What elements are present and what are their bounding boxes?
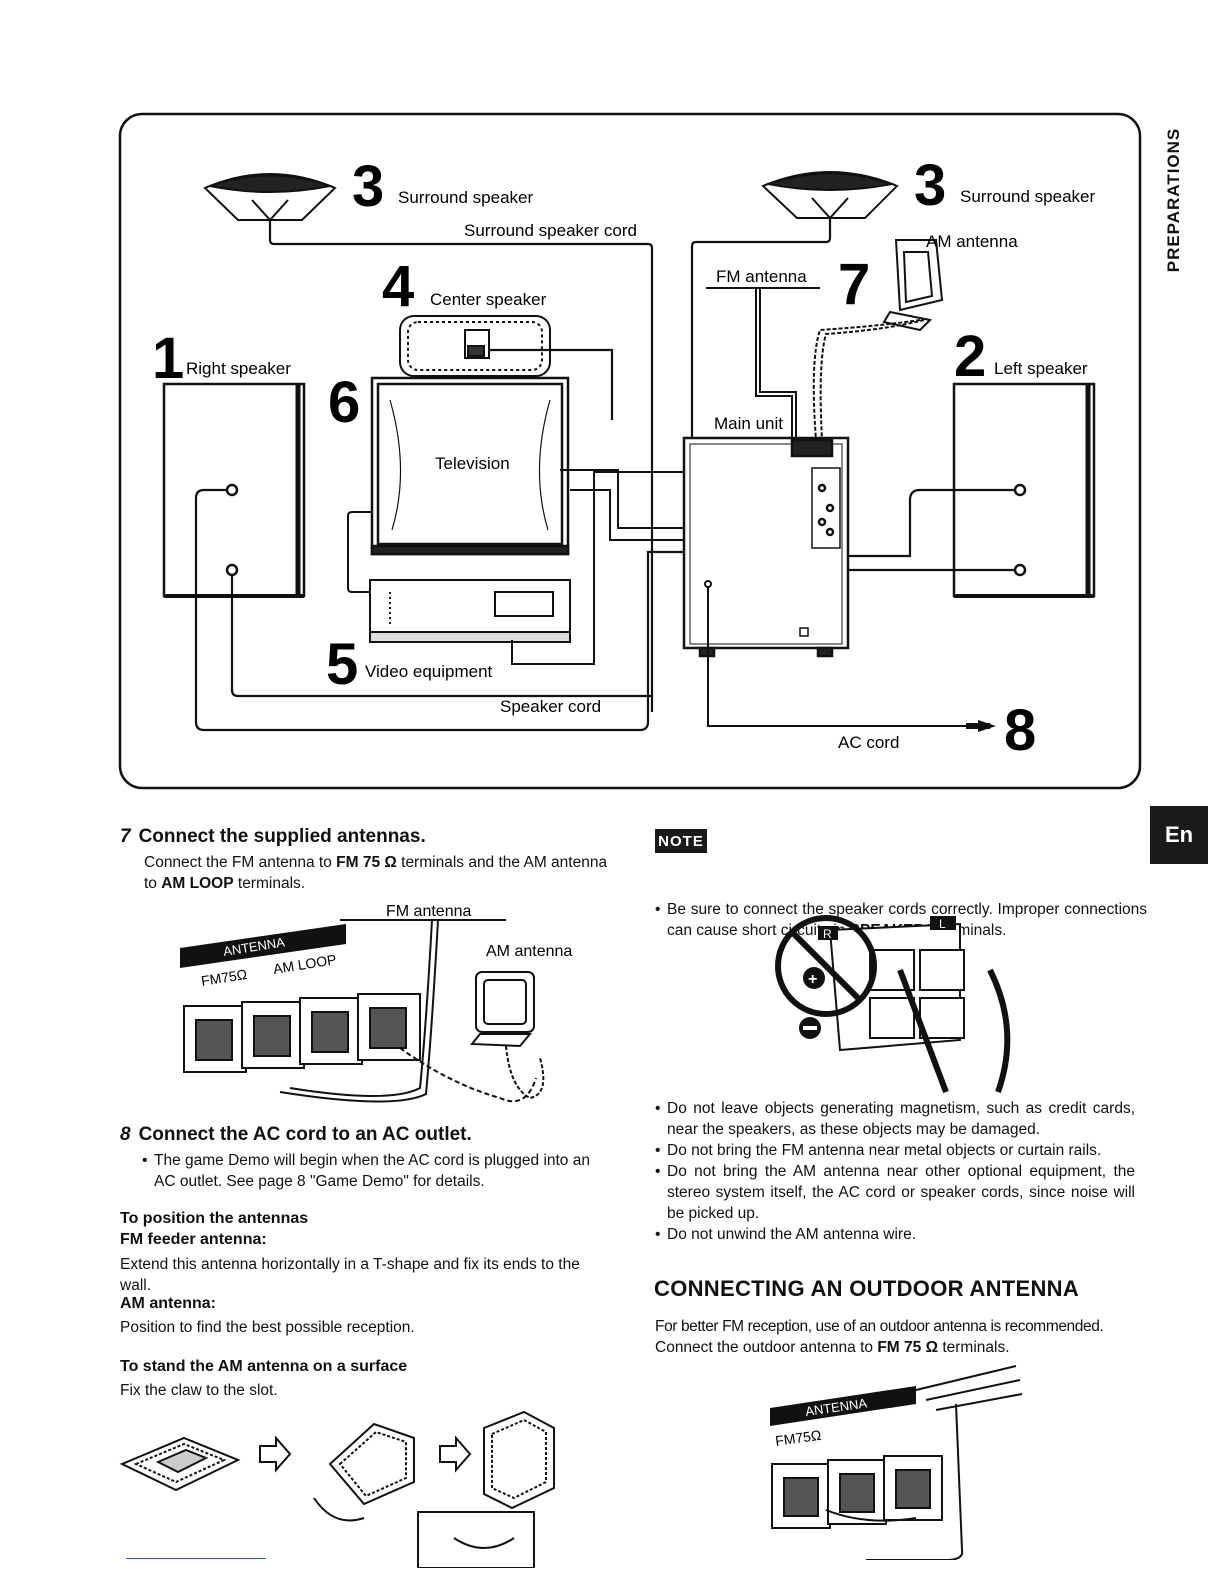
fm-feeder-heading: FM feeder antenna:	[120, 1231, 267, 1248]
fig-r-label: R	[823, 927, 832, 941]
section-side-tab-label: PREPARATIONS	[1164, 127, 1183, 273]
surround-left-number: 3	[352, 154, 384, 219]
next-arrow-icon-2	[439, 1435, 472, 1473]
outdoor-line2-text: Connect the outdoor antenna to	[655, 1339, 878, 1356]
speaker-cord-label: Speaker cord	[500, 697, 601, 716]
stand-body: Fix the claw to the slot.	[120, 1382, 278, 1399]
video-equipment	[369, 579, 571, 643]
step7-amloop-bold: AM LOOP	[161, 875, 234, 892]
fig7-fm-label: FM antenna	[386, 903, 471, 920]
step7-title: Connect the supplied antennas.	[138, 826, 426, 847]
step7-body-text-3: terminals.	[233, 875, 306, 892]
minus-icon	[803, 1026, 817, 1030]
step7-body-text-1: Connect the FM antenna to	[144, 854, 337, 871]
main-unit-label: Main unit	[714, 414, 783, 433]
outdoor-line2-suffix: terminals.	[938, 1339, 1010, 1356]
center-label: Center speaker	[430, 290, 547, 309]
right-speaker	[162, 382, 306, 598]
left-speaker-label: Left speaker	[994, 359, 1088, 378]
surround-cord-label: Surround speaker cord	[464, 221, 637, 240]
am-antenna-heading: AM antenna:	[120, 1295, 216, 1312]
outdoor-fm75-bold: FM 75 Ω	[877, 1339, 939, 1356]
right-speaker-label: Right speaker	[186, 359, 291, 378]
note-bullet-4: Do not bring the AM antenna near other o…	[655, 1161, 1135, 1224]
outdoor-line1: For better FM reception, use of an outdo…	[655, 1318, 1104, 1335]
outdoor-fig-fm75: FM75Ω	[774, 1427, 822, 1449]
step7-body: Connect the FM antenna to FM 75 Ω termin…	[144, 852, 614, 894]
note-bullet-3: Do not bring the FM antenna near metal o…	[655, 1140, 1135, 1161]
tv-label: Television	[435, 454, 510, 473]
antenna-terminal-figure: ANTENNA FM75Ω AM LOOP FM antenna AM ante…	[180, 903, 572, 1103]
fig7-am-loop	[469, 971, 535, 1048]
right-speaker-number: 1	[152, 326, 184, 391]
fig-l-label: L	[939, 917, 946, 931]
left-speaker-number: 2	[954, 324, 986, 389]
am-stand-sequence-figure	[119, 1410, 555, 1568]
main-unit	[682, 436, 850, 658]
outdoor-line2: Connect the outdoor antenna to FM 75 Ω t…	[655, 1337, 1140, 1358]
position-heading: To position the antennas	[120, 1210, 309, 1227]
step7-number: 7	[120, 826, 131, 847]
fm-feeder-body: Extend this antenna horizontally in a T-…	[120, 1256, 580, 1294]
note-bullet-5: Do not unwind the AM antenna wire.	[655, 1224, 1135, 1245]
section-side-tab: PREPARATIONS	[1160, 110, 1188, 290]
am-antenna-label: AM antenna	[926, 232, 1018, 251]
ac-number: 8	[1004, 698, 1036, 763]
am-antenna-body: Position to find the best possible recep…	[120, 1319, 415, 1336]
outdoor-antenna-heading: CONNECTING AN OUTDOOR ANTENNA	[654, 1276, 1080, 1301]
antenna-number: 7	[838, 252, 870, 317]
surround-speaker-right	[761, 171, 899, 220]
speaker-terminal-figure: R L +	[775, 915, 1011, 1094]
note-bullet-2: Do not leave objects generating magnetis…	[655, 1098, 1135, 1140]
step8-number: 8	[120, 1124, 131, 1145]
diagram-frame	[118, 112, 1142, 790]
fm-antenna-label: FM antenna	[716, 267, 807, 286]
fig7-am-label: AM antenna	[486, 943, 572, 960]
surround-left-label: Surround speaker	[398, 188, 533, 207]
step7-body-text-2: terminals and the AM antenna to	[144, 854, 608, 892]
ac-cord-label: AC cord	[838, 733, 899, 752]
center-number: 4	[382, 254, 414, 319]
surround-right-number: 3	[914, 153, 946, 218]
note-badge: NOTE	[655, 829, 707, 853]
prohibited-icon	[775, 915, 877, 1017]
center-speaker	[399, 315, 551, 377]
stand-heading: To stand the AM antenna on a surface	[120, 1358, 408, 1375]
television	[370, 376, 570, 556]
video-number: 5	[326, 632, 358, 697]
step7-heading: 7 Connect the supplied antennas.	[120, 826, 426, 848]
outdoor-antenna-figure: ANTENNA FM75Ω	[770, 1365, 1023, 1560]
language-tab: En	[1150, 806, 1208, 864]
tv-number: 6	[328, 370, 360, 435]
footer-rule	[126, 1558, 266, 1559]
fig7-fm75: FM75Ω	[200, 966, 248, 989]
step8-heading: 8 Connect the AC cord to an AC outlet.	[120, 1124, 472, 1146]
am-antenna-loop	[882, 239, 944, 332]
surround-speaker-left	[203, 173, 337, 222]
connection-diagram: 3 Surround speaker 3 Surround speaker Su…	[118, 112, 1142, 790]
plus-icon: +	[808, 971, 817, 988]
video-label: Video equipment	[365, 662, 493, 681]
step8-title: Connect the AC cord to an AC outlet.	[138, 1124, 472, 1145]
surround-right-label: Surround speaker	[960, 187, 1095, 206]
step8-bullet: The game Demo will begin when the AC cor…	[142, 1150, 614, 1192]
step7-fm75-bold: FM 75 Ω	[336, 854, 397, 871]
next-arrow-icon	[259, 1435, 292, 1473]
fig7-amloop: AM LOOP	[272, 951, 338, 977]
note-bullets: Do not leave objects generating magnetis…	[655, 1098, 1135, 1245]
